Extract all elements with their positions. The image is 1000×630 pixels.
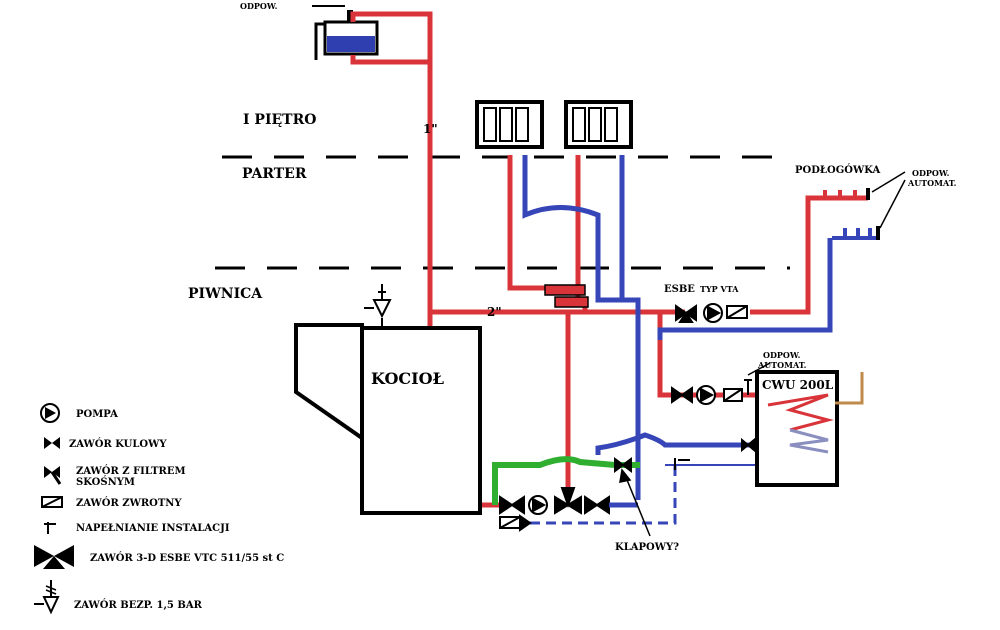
safety-valve-icon [42, 596, 60, 615]
mixing-group [499, 487, 638, 532]
floor-pump-group [675, 303, 748, 323]
ball-valve-icon [44, 437, 52, 449]
label-odpow-top: ODPOW. [240, 1, 278, 11]
return-pipes [522, 155, 833, 500]
legend-pompa: POMPA [40, 403, 118, 423]
cwu-hot-out [835, 372, 864, 405]
label-floor-1: I PIĘTRO [243, 112, 316, 128]
radiator1-return [522, 155, 641, 500]
radiator-2 [564, 100, 633, 149]
cwu-coil-cold [789, 428, 829, 454]
vessel-vent [347, 10, 353, 22]
radiator1-supply [507, 155, 545, 291]
label-pipe-2in: 2" [487, 305, 502, 319]
legend-zawor-3d: ZAWÓR 3-D ESBE VTC 511/55 st C [34, 545, 284, 569]
legend-zawor-kulowy: ZAWÓR KULOWY [44, 437, 167, 450]
cwu-return [595, 432, 760, 455]
label-odpow-cwu-1: ODPOW. [763, 350, 801, 360]
vessel-loop-pipe [350, 11, 433, 65]
legend-zawor-zwrotny: ZAWÓR ZWROTNY [41, 496, 182, 509]
three-way-valve-icon [34, 545, 54, 567]
label-odpow-automat-2: AUTOMAT. [907, 178, 957, 188]
cwu-tank [755, 370, 864, 487]
annotation-lines [619, 171, 906, 537]
filter-valve-icon [44, 466, 52, 478]
bypass-pipe [492, 456, 616, 505]
ball-valve [499, 495, 514, 515]
vessel-water [327, 36, 375, 52]
safety-valve [364, 284, 392, 328]
klapowy-valve [614, 457, 632, 473]
label-podlogowka: PODŁOGÓWKA [795, 164, 880, 176]
legend-label-zawor-filtr-2: SKOŚNYM [76, 476, 135, 488]
boiler-hopper [294, 323, 364, 442]
label-odpow-automat-1: ODPOW. [912, 168, 950, 178]
cwu-coil-hot [767, 393, 834, 432]
floor-heat-stubs [823, 188, 880, 240]
header-fitting-b [554, 296, 589, 308]
label-pipe-1in: 1" [423, 122, 438, 136]
label-odpow-cwu-2: AUTOMAT. [757, 360, 807, 370]
legend-label-zawor-bezp: ZAWÓR BEZP. 1,5 BAR [74, 599, 203, 611]
legend: POMPA ZAWÓR KULOWY ZAWÓR Z FILTREM SKOŚN… [34, 403, 284, 615]
fill-line [530, 465, 677, 525]
floor-heat-return [657, 238, 833, 340]
cwu-pump-group [671, 379, 755, 453]
cwu-supply [657, 312, 760, 398]
three-way-valve [554, 495, 570, 515]
vessel-overflow [314, 22, 325, 60]
boiler [294, 323, 482, 515]
label-floor-parter: PARTER [242, 166, 307, 182]
label-esbe: ESBE [664, 284, 695, 295]
legend-zawor-filtr: ZAWÓR Z FILTREM SKOŚNYM [44, 465, 186, 488]
legend-label-napelnianie: NAPEŁNIANIE INSTALACJI [76, 523, 230, 534]
label-cwu: CWU 200L [762, 378, 834, 392]
floor-heat-supply [750, 195, 868, 315]
legend-label-zawor-3d: ZAWÓR 3-D ESBE VTC 511/55 st C [90, 552, 284, 564]
label-klapowy: KLAPOWY? [615, 542, 679, 553]
header-connectors [544, 284, 589, 308]
header-fitting-a [544, 284, 586, 296]
label-kociol: KOCIOŁ [371, 369, 445, 388]
fill-valve [674, 458, 690, 470]
legend-label-zawor-zwrotny: ZAWÓR ZWROTNY [76, 497, 182, 509]
legend-label-zawor-kulowy: ZAWÓR KULOWY [69, 438, 167, 450]
floor-dividers [215, 155, 790, 270]
boiler-body [360, 326, 482, 515]
radiator-1 [475, 100, 544, 149]
legend-napelnianie: NAPEŁNIANIE INSTALACJI [44, 522, 230, 534]
label-floor-piwnica: PIWNICA [188, 286, 263, 302]
legend-label-zawor-filtr-1: ZAWÓR Z FILTREM [76, 465, 186, 477]
label-typ-vta: TYP VTA [700, 284, 739, 294]
legend-label-pompa: POMPA [76, 409, 118, 420]
legend-zawor-bezp: ZAWÓR BEZP. 1,5 BAR [34, 580, 203, 615]
